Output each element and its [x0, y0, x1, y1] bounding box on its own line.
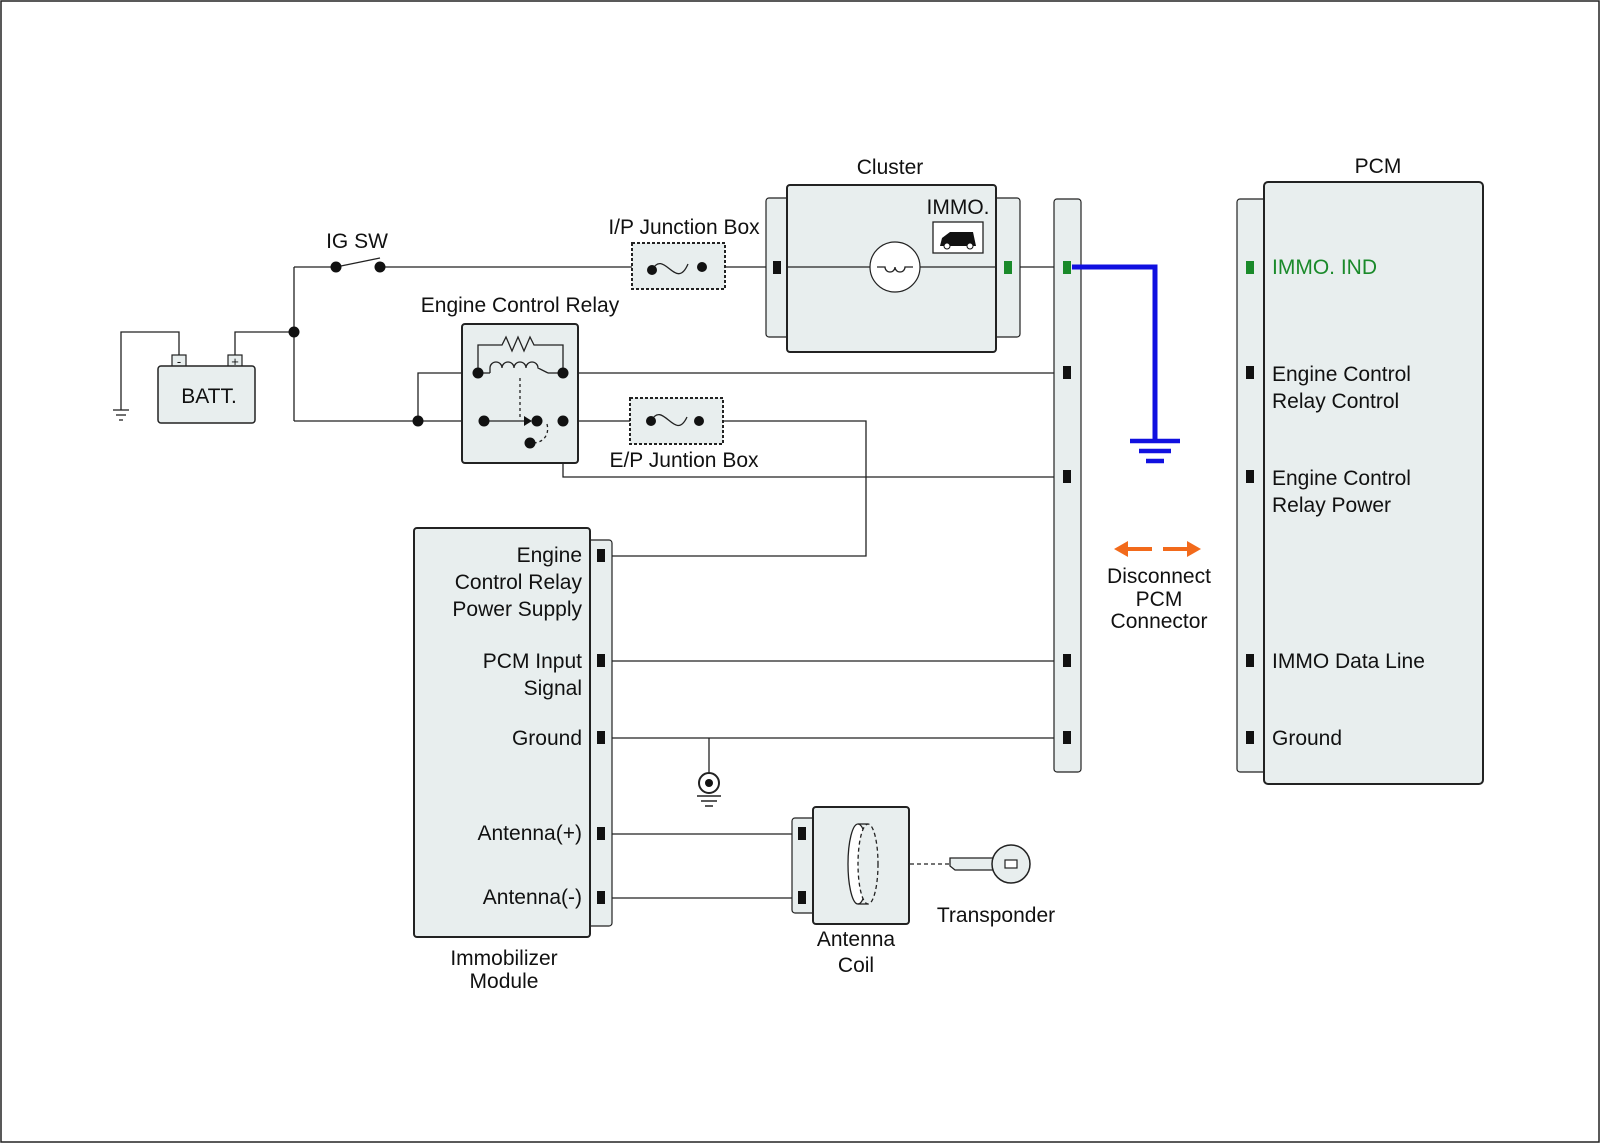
- fuse-icon: [646, 413, 704, 426]
- pcm-pin-immo-ind: IMMO. IND: [1272, 256, 1377, 279]
- immo-pin-antenna-plus: Antenna(+): [478, 822, 583, 845]
- antenna-coil-label-2: Coil: [838, 954, 874, 977]
- pcm-connector: [1053, 198, 1082, 773]
- disconnect-arrow-icon: [1114, 541, 1201, 557]
- lamp-icon: [869, 241, 921, 293]
- immo-pin-relay-supply-line-1: Engine: [517, 544, 582, 567]
- engine-control-relay: [461, 323, 579, 464]
- battery-positive-label: +: [231, 354, 239, 369]
- antenna-coil-label-1: Antenna: [817, 928, 896, 951]
- ep-junction-box: [629, 397, 724, 445]
- immo-pin-pcm-input-line-2: Signal: [524, 677, 582, 700]
- junction-dots: [288, 261, 424, 427]
- immobilizer-module-label-2: Module: [470, 970, 539, 993]
- ig-switch-label: IG SW: [326, 230, 388, 253]
- immo-ind-ground-jumper: [1072, 264, 1180, 464]
- fuse-icon: [647, 262, 707, 275]
- immo-pin-antenna-minus: Antenna(-): [483, 886, 582, 909]
- immobilizer-module-label-1: Immobilizer: [450, 947, 557, 970]
- cluster-input-pin: [773, 261, 781, 274]
- pcm-pin-ground: Ground: [1272, 727, 1342, 750]
- immo-pin-pcm-input-line-1: PCM Input: [483, 650, 582, 673]
- transponder-label: Transponder: [937, 904, 1055, 927]
- ep-junction-box-label: E/P Juntion Box: [609, 449, 759, 472]
- immo-pin-relay-supply-line-3: Power Supply: [452, 598, 582, 621]
- battery-label: BATT.: [181, 385, 237, 408]
- pcm: IMMO. IND Engine Control Relay Control E…: [1236, 181, 1484, 785]
- resistor-icon: [477, 335, 564, 373]
- ip-junction-box: [631, 242, 726, 290]
- key-icon: [949, 844, 1031, 884]
- cluster-label: Cluster: [857, 156, 924, 179]
- pcm-label: PCM: [1355, 155, 1402, 178]
- chassis-ground-icon: [697, 772, 721, 807]
- disconnect-line-3: Connector: [1111, 610, 1208, 633]
- ground-symbol-icon: [113, 409, 129, 421]
- engine-control-relay-label: Engine Control Relay: [421, 294, 620, 317]
- immo-label: IMMO.: [927, 196, 990, 219]
- battery: - + BATT.: [157, 354, 256, 424]
- pcm-pin-immo-data-line: IMMO Data Line: [1272, 650, 1425, 673]
- cluster-immo-pin: [1004, 261, 1012, 274]
- coil-icon: [847, 823, 879, 905]
- antenna-coil: [791, 806, 910, 925]
- ip-junction-box-label: I/P Junction Box: [608, 216, 760, 239]
- pcm-pin-relay-control-line-2: Relay Control: [1272, 390, 1399, 413]
- pcm-pin-relay-control-line-1: Engine Control: [1272, 363, 1411, 386]
- pcm-pin-relay-power-line-2: Relay Power: [1272, 494, 1391, 517]
- cluster: IMMO.: [765, 184, 1021, 353]
- immo-pin-relay-supply-line-2: Control Relay: [455, 571, 583, 594]
- car-icon: [932, 221, 984, 254]
- immobilizer-module: Engine Control Relay Power Supply PCM In…: [413, 527, 613, 938]
- pcm-pin-relay-power-line-1: Engine Control: [1272, 467, 1411, 490]
- disconnect-line-1: Disconnect: [1107, 565, 1211, 588]
- disconnect-line-2: PCM: [1136, 588, 1183, 611]
- immo-pin-ground: Ground: [512, 727, 582, 750]
- battery-negative-label: -: [177, 354, 181, 369]
